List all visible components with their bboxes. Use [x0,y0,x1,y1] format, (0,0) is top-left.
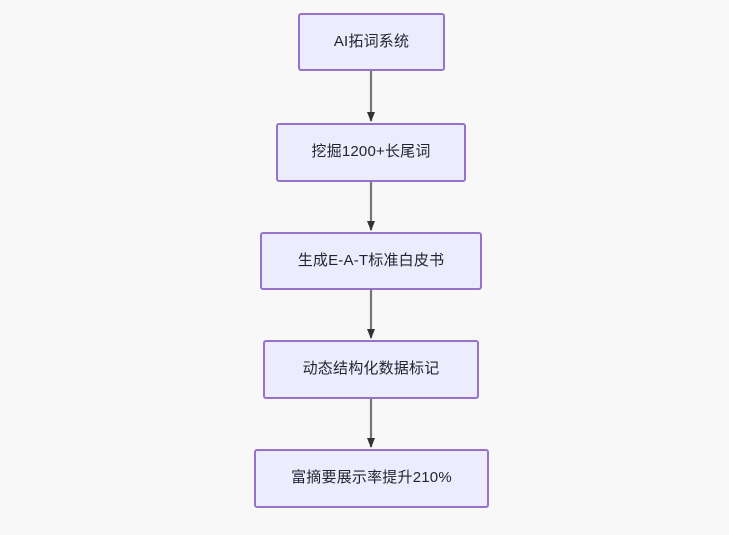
flowchart-node-label: 挖掘1200+长尾词 [311,143,431,161]
flowchart-node-ai-keyword-system[interactable]: AI拓词系统 [298,13,445,71]
flowchart-node-label: AI拓词系统 [333,32,410,50]
flowchart-node-label: 动态结构化数据标记 [302,360,440,378]
flowchart-node-rich-snippet-rate-increase[interactable]: 富摘要展示率提升210% [254,449,489,508]
flowchart-node-mine-longtail-keywords[interactable]: 挖掘1200+长尾词 [276,123,466,182]
flowchart-node-dynamic-structured-data-markup[interactable]: 动态结构化数据标记 [263,340,479,399]
flowchart-node-label: 生成E-A-T标准白皮书 [297,251,445,269]
flowchart-node-label: 富摘要展示率提升210% [291,469,452,487]
flowchart-node-generate-eat-whitepaper[interactable]: 生成E-A-T标准白皮书 [260,232,482,290]
